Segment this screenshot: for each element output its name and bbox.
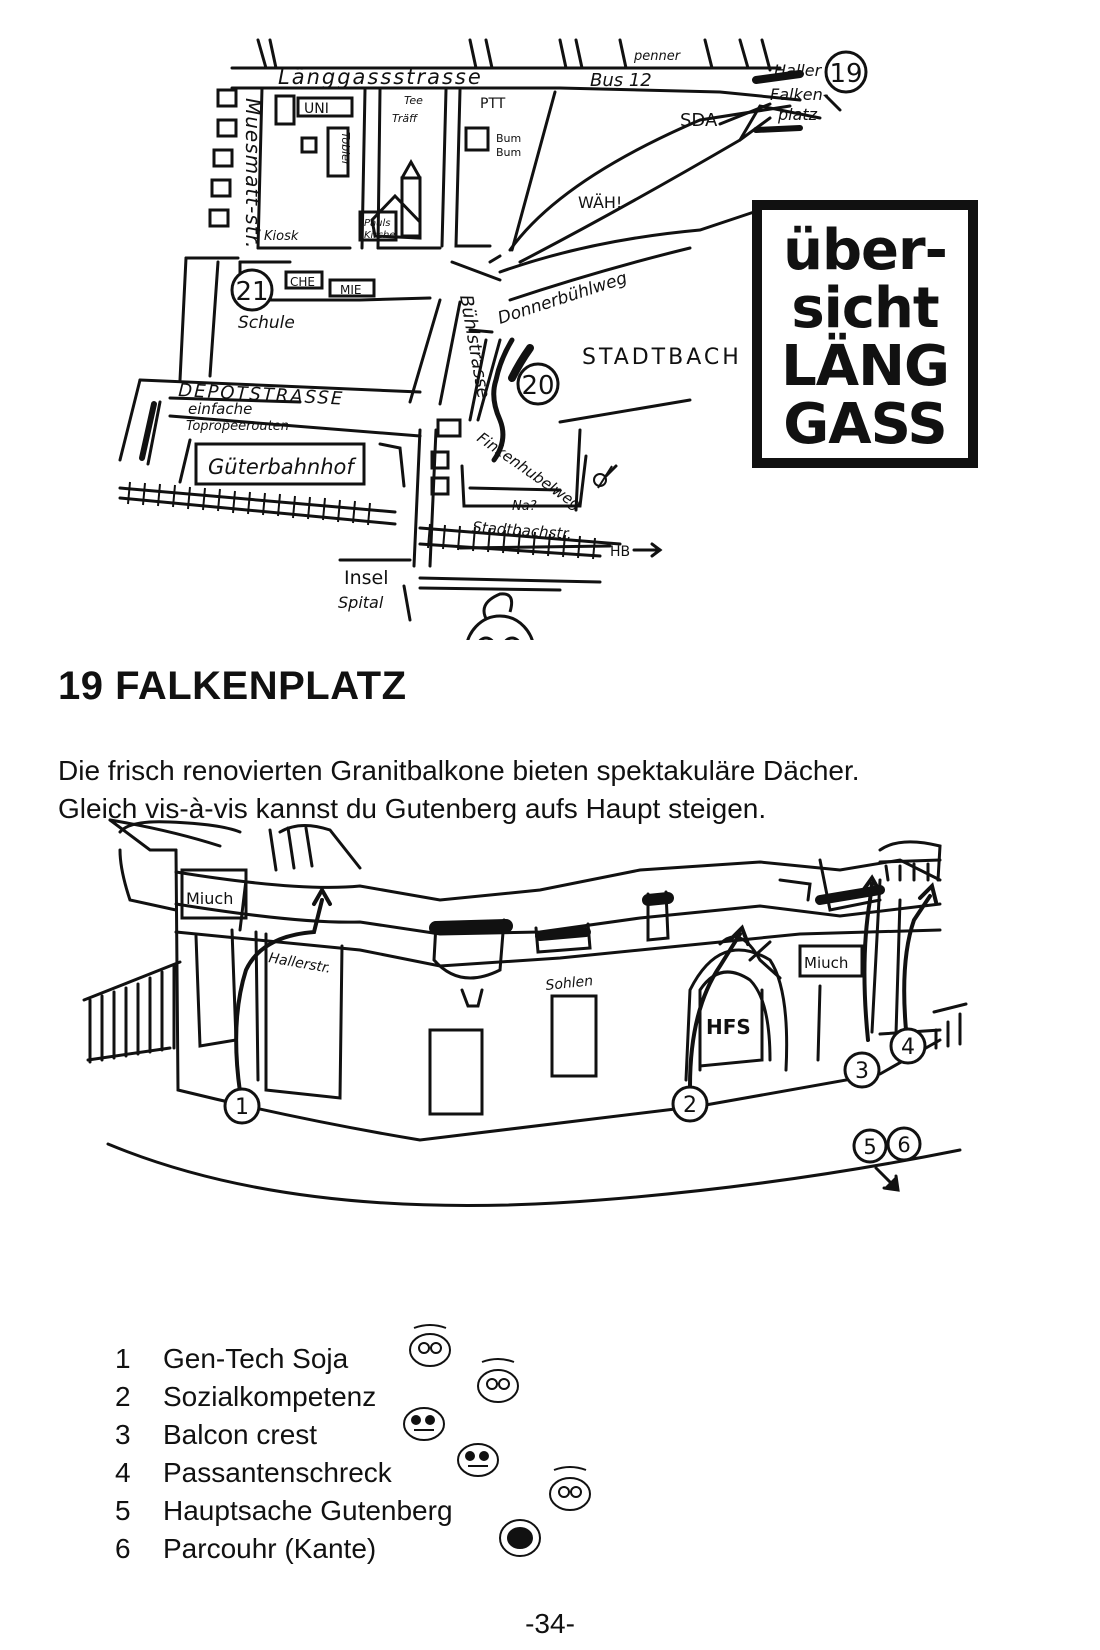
label-spital: Spital bbox=[338, 593, 384, 612]
list-item: 3 Balcon crest bbox=[115, 1416, 453, 1454]
sticker-line-1: über- bbox=[783, 218, 948, 283]
overview-sticker: über- sicht LÄNG GASS bbox=[752, 200, 978, 468]
smiley-face-icon bbox=[477, 1358, 519, 1403]
svg-text:6: 6 bbox=[897, 1133, 910, 1157]
label-falken: Falken- bbox=[770, 85, 829, 104]
route-name: Sozialkompetenz bbox=[163, 1381, 377, 1412]
section-heading: 19 FALKENPLATZ bbox=[58, 664, 407, 708]
list-item: 5 Hauptsache Gutenberg bbox=[115, 1492, 453, 1530]
label-stadtbach: STADTBACH bbox=[582, 345, 742, 370]
label-hb: HB bbox=[610, 544, 630, 560]
label-ptt: PTT bbox=[480, 96, 506, 112]
label-gueterbahnhof: Güterbahnhof bbox=[208, 455, 357, 479]
route-number: 2 bbox=[115, 1381, 131, 1412]
svg-text:5: 5 bbox=[863, 1135, 876, 1159]
label-pauls: Pauls bbox=[364, 218, 390, 229]
svg-text:20: 20 bbox=[521, 371, 554, 401]
list-item: 1 Gen-Tech Soja bbox=[115, 1340, 453, 1378]
label-penner: penner bbox=[633, 49, 682, 64]
sticker-line-3: LÄNG bbox=[781, 334, 950, 399]
route-name: Gen-Tech Soja bbox=[163, 1343, 349, 1374]
sign-miuch-right: Miuch bbox=[804, 954, 848, 972]
label-tee: Tee bbox=[404, 94, 423, 107]
route-marker-3: 3 bbox=[843, 1051, 881, 1089]
list-item: 4 Passantenschreck bbox=[115, 1454, 453, 1492]
label-haller: Haller bbox=[774, 61, 823, 80]
climber-face-icon bbox=[466, 592, 534, 640]
map-marker-20: 20 bbox=[516, 362, 560, 406]
label-mie: MIE bbox=[340, 283, 361, 297]
label-tobler: Tobler bbox=[339, 132, 352, 167]
label-kirche: Kirche bbox=[364, 230, 395, 241]
label-bus: Bus 12 bbox=[590, 70, 652, 91]
route-name: Balcon crest bbox=[163, 1419, 318, 1450]
intro-text: Die frisch renovierten Granitbalkone bie… bbox=[58, 752, 860, 828]
label-bum-2: Bum bbox=[496, 146, 521, 159]
route-marker-5: 5 bbox=[852, 1128, 888, 1164]
route-name: Hauptsache Gutenberg bbox=[163, 1495, 453, 1526]
svg-text:2: 2 bbox=[683, 1093, 697, 1118]
intro-line-1: Die frisch renovierten Granitbalkone bie… bbox=[58, 755, 860, 786]
route-marker-1: 1 bbox=[223, 1087, 261, 1125]
label-muesmatt: Muesmatt-str. bbox=[241, 98, 265, 249]
svg-text:21: 21 bbox=[235, 277, 268, 307]
svg-text:19: 19 bbox=[829, 59, 862, 89]
svg-text:4: 4 bbox=[901, 1035, 915, 1060]
list-item: 2 Sozialkompetenz bbox=[115, 1378, 453, 1416]
label-schule: Schule bbox=[238, 313, 295, 333]
label-kiosk: Kiosk bbox=[264, 229, 299, 244]
label-langgassstrasse: Länggassstrasse bbox=[278, 65, 483, 89]
label-na: Na? bbox=[512, 499, 537, 514]
label-platz: platz bbox=[777, 105, 818, 124]
route-marker-6: 6 bbox=[886, 1126, 922, 1162]
svg-text:3: 3 bbox=[855, 1059, 869, 1084]
route-marker-2: 2 bbox=[671, 1085, 709, 1123]
route-list: 1 Gen-Tech Soja 2 Sozialkompetenz 3 Balcon … bbox=[115, 1340, 453, 1568]
label-bum: Bum bbox=[496, 132, 521, 145]
label-topropeerouten: Topropeerouten bbox=[186, 419, 289, 434]
sign-hallerstr: Hallerstr. bbox=[267, 950, 332, 977]
label-insel: Insel bbox=[344, 567, 389, 589]
label-che: CHE bbox=[290, 275, 315, 289]
route-number: 4 bbox=[115, 1457, 131, 1488]
scared-face-icon bbox=[457, 1443, 499, 1477]
route-number: 1 bbox=[115, 1343, 131, 1374]
sign-hfs: HFS bbox=[706, 1015, 751, 1039]
intro-line-2: Gleich vis-à-vis kannst du Gutenberg auf… bbox=[58, 793, 767, 824]
route-name: Passantenschreck bbox=[163, 1457, 392, 1488]
dark-face-icon bbox=[499, 1519, 541, 1557]
map-marker-21: 21 bbox=[230, 268, 274, 312]
smiley-face-icon bbox=[409, 1324, 451, 1367]
svg-text:1: 1 bbox=[235, 1095, 249, 1120]
list-item: 6 Parcouhr (Kante) bbox=[115, 1530, 453, 1568]
label-einfache: einfache bbox=[188, 400, 252, 418]
label-waeh: WÄH! bbox=[578, 193, 622, 212]
area-map: 19 20 21 Länggassstrasse Bus 12 Muesmatt… bbox=[118, 38, 868, 640]
scared-face-icon bbox=[403, 1407, 445, 1441]
sticker-line-4: GASS bbox=[783, 392, 947, 457]
label-sda: SDA bbox=[680, 110, 718, 131]
route-number: 6 bbox=[115, 1533, 131, 1564]
label-traeff: Träff bbox=[392, 112, 418, 125]
map-marker-19: 19 bbox=[824, 50, 868, 94]
sign-sohlen: Sohlen bbox=[545, 973, 594, 994]
label-uni: UNI bbox=[304, 101, 329, 117]
route-name: Parcouhr (Kante) bbox=[163, 1533, 377, 1564]
page-number: -34- bbox=[525, 1608, 575, 1639]
route-number: 5 bbox=[115, 1495, 131, 1526]
route-number: 3 bbox=[115, 1419, 131, 1450]
smiley-face-icon bbox=[549, 1466, 591, 1511]
bicycle-icon bbox=[593, 465, 613, 489]
sticker-line-2: sicht bbox=[791, 276, 939, 341]
sign-miuch-left: Miuch bbox=[186, 889, 233, 908]
route-marker-4: 4 bbox=[889, 1027, 927, 1065]
